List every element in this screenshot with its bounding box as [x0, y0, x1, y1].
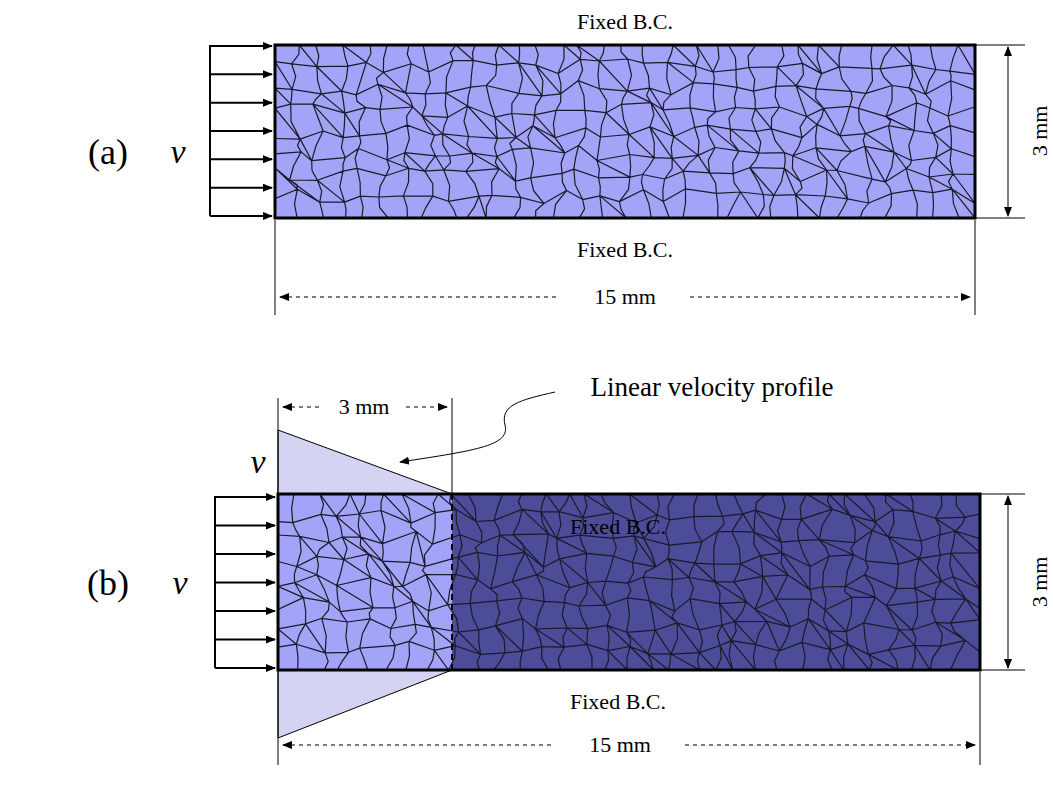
grain-boundaries	[278, 494, 980, 670]
velocity-arrow	[215, 667, 275, 669]
dimension-lines	[278, 392, 1025, 765]
velocity-arrow	[210, 45, 272, 47]
grain-texture	[275, 45, 975, 218]
velocity-arrow	[210, 73, 272, 75]
grain-texture	[278, 494, 980, 670]
velocity-profile	[278, 670, 452, 738]
annotation-label: (a)	[88, 134, 128, 170]
velocity-arrow	[215, 610, 275, 612]
annotation-label: Fixed B.C.	[570, 516, 666, 538]
grain-boundaries	[275, 45, 975, 218]
velocity-profile	[278, 430, 452, 494]
dimension-lines	[275, 45, 1025, 315]
annotation-label: Linear velocity profile	[591, 374, 834, 401]
velocity-arrow	[215, 496, 275, 498]
velocity-arrow	[215, 639, 275, 641]
leader-line	[400, 392, 555, 462]
velocity-arrows	[215, 496, 275, 668]
annotation-label: v	[250, 445, 265, 479]
specimen-a	[275, 45, 975, 218]
annotation-label: Fixed B.C.	[577, 11, 673, 33]
annotation-label: 3 mm	[1029, 106, 1051, 157]
annotation-label: Fixed B.C.	[570, 691, 666, 713]
velocity-arrow	[210, 158, 272, 160]
annotation-label: 15 mm	[583, 734, 657, 756]
velocity-arrow	[215, 525, 275, 527]
annotation-label: 15 mm	[588, 286, 662, 308]
velocity-arrow	[210, 215, 272, 217]
velocity-arrow	[210, 130, 272, 132]
annotation-label: v	[172, 566, 187, 600]
annotation-label: Fixed B.C.	[577, 239, 673, 261]
annotation-label: v	[170, 135, 185, 169]
annotation-label: 3 mm	[333, 396, 396, 418]
velocity-arrow	[215, 582, 275, 584]
velocity-arrow	[210, 102, 272, 104]
annotation-label: (b)	[87, 565, 129, 601]
annotation-label: 3 mm	[1029, 557, 1051, 608]
velocity-arrow	[210, 187, 272, 189]
velocity-arrow	[215, 553, 275, 555]
velocity-arrows	[210, 45, 272, 216]
